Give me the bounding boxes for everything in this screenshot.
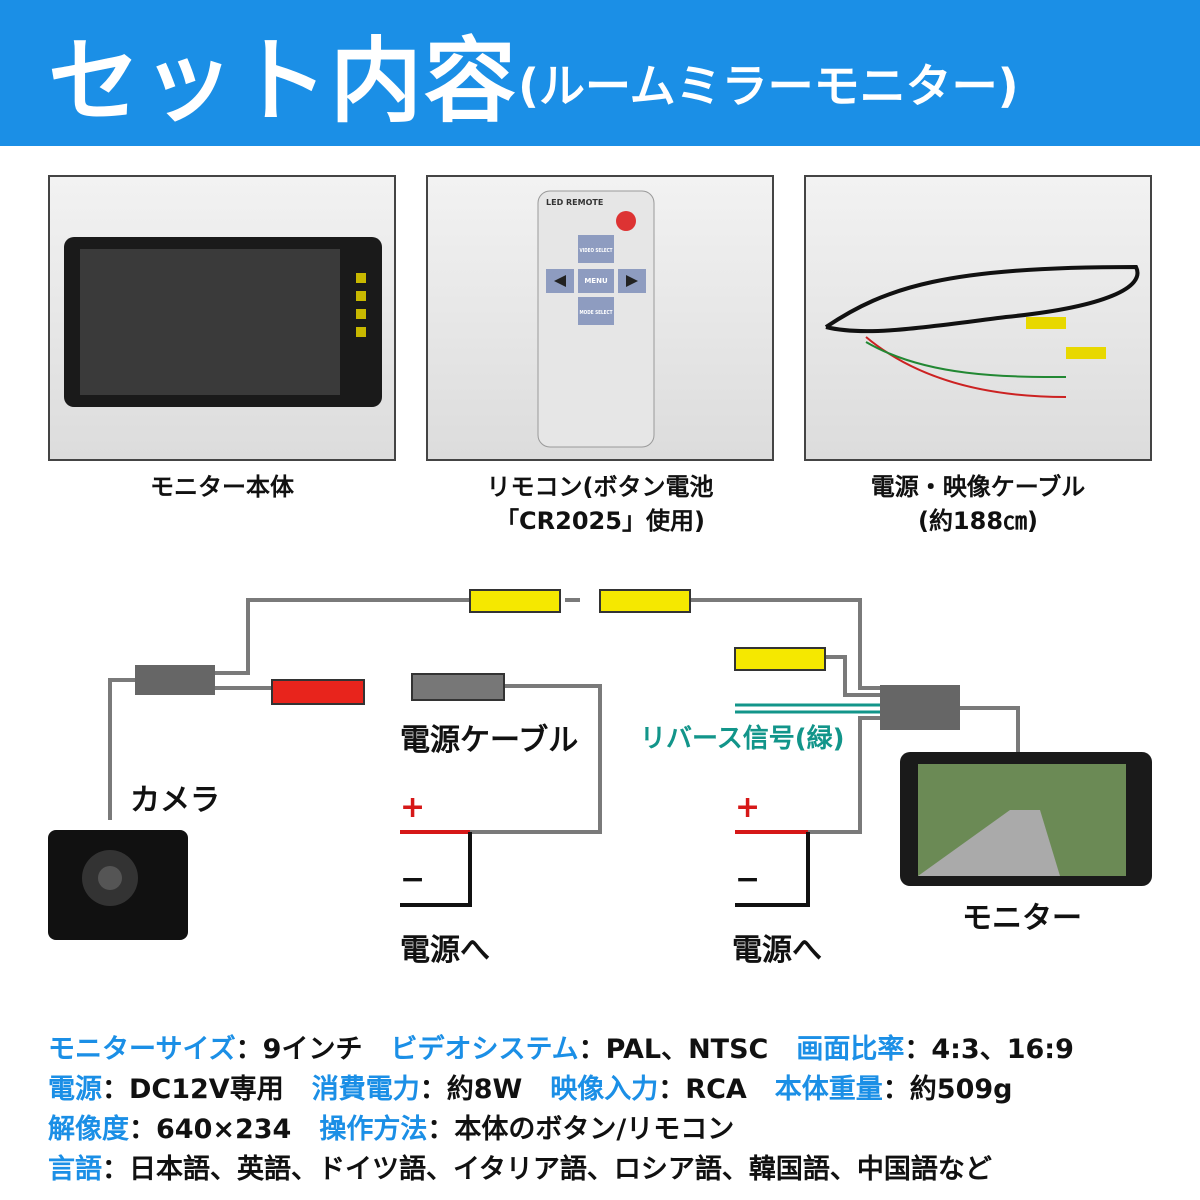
page-subtitle: (ルームミラーモニター)	[518, 59, 1019, 113]
monitor-photo	[48, 175, 396, 461]
camera-label: カメラ	[130, 783, 220, 818]
spec-item: 映像入力：RCA	[550, 1074, 747, 1105]
monitor-image	[64, 237, 382, 407]
remote-brand: LED REMOTE	[546, 198, 603, 207]
spec-key: 本体重量	[774, 1074, 883, 1105]
yellow-rca-plug	[599, 589, 691, 613]
remote-up-label: VIDEO SELECT	[580, 248, 613, 254]
monitor-label: モニター	[962, 901, 1082, 936]
remote-image: LED REMOTE VIDEO SELECT MENU MODE SELECT	[537, 190, 655, 448]
header-banner: セット内容 (ルームミラーモニター)	[0, 0, 1200, 146]
spec-value: ：PAL、NTSC	[578, 1034, 769, 1065]
spec-item: 解像度：640×234	[48, 1114, 291, 1145]
power-plug	[411, 673, 505, 701]
spec-value: ：640×234	[129, 1114, 292, 1145]
spec-key: 電源	[48, 1074, 102, 1105]
spec-key: ビデオシステム	[390, 1034, 579, 1065]
spec-row: 解像度：640×234 操作方法：本体のボタン/リモコン	[48, 1110, 1102, 1150]
spec-value: ：約509g	[882, 1074, 1013, 1105]
cable-caption: 電源・映像ケーブル (約188㎝)	[804, 470, 1152, 538]
red-plug	[271, 679, 365, 705]
wiring-diagram	[48, 589, 1152, 940]
reverse-signal-label: リバース信号(緑)	[640, 724, 845, 754]
spec-row: 言語：日本語、英語、ドイツ語、イタリア語、ロシア語、韓国語、中国語など	[48, 1150, 1102, 1190]
spec-item: 消費電力：約8W	[312, 1074, 523, 1105]
to-power-label-right: 電源へ	[732, 933, 822, 968]
spec-key: 画面比率	[796, 1034, 905, 1065]
cable-caption-line2: (約188㎝)	[917, 507, 1039, 535]
to-power-label-left: 電源へ	[400, 933, 490, 968]
page-title: セット内容	[48, 27, 519, 135]
yellow-rca-plug	[469, 589, 561, 613]
remote-up-button	[578, 235, 614, 263]
spec-item: モニターサイズ：9インチ	[48, 1034, 362, 1065]
remote-down-label: MODE SELECT	[580, 310, 613, 316]
spec-key: モニターサイズ	[48, 1034, 236, 1065]
remote-caption-line2: 「CR2025」使用)	[495, 507, 705, 535]
plus-label-left: +	[400, 790, 426, 825]
spec-item: ビデオシステム：PAL、NTSC	[390, 1034, 768, 1065]
yellow-rca-plug	[734, 647, 826, 671]
spec-value: ：約8W	[419, 1074, 523, 1105]
camera-icon	[48, 830, 188, 940]
remote-photo: LED REMOTE VIDEO SELECT MENU MODE SELECT	[426, 175, 774, 461]
spec-value: ：日本語、英語、ドイツ語、イタリア語、ロシア語、韓国語、中国語など	[102, 1154, 992, 1185]
power-button-icon	[616, 211, 636, 231]
spec-value: ：4:3、16:9	[904, 1034, 1074, 1065]
spec-list: モニターサイズ：9インチビデオシステム：PAL、NTSC 画面比率：4:3、16:…	[48, 1030, 1102, 1190]
minus-label-right: −	[735, 862, 761, 897]
remote-caption-line1: リモコン(ボタン電池	[486, 473, 714, 501]
spec-item: 言語：日本語、英語、ドイツ語、イタリア語、ロシア語、韓国語、中国語など	[48, 1154, 992, 1185]
spec-item: 画面比率：4:3、16:9	[796, 1034, 1074, 1065]
remote-down-button	[578, 297, 614, 325]
cable-caption-line1: 電源・映像ケーブル	[870, 473, 1086, 501]
spec-key: 映像入力	[550, 1074, 659, 1105]
cable-photo	[804, 175, 1152, 461]
spec-key: 消費電力	[311, 1074, 420, 1105]
spec-item: 本体重量：約509g	[775, 1074, 1013, 1105]
spec-row: モニターサイズ：9インチビデオシステム：PAL、NTSC 画面比率：4:3、16:…	[48, 1030, 1102, 1070]
spec-value: ：本体のボタン/リモコン	[427, 1114, 735, 1145]
monitor-icon	[900, 752, 1152, 886]
spec-key: 操作方法	[319, 1114, 428, 1145]
monitor-caption: モニター本体	[150, 473, 294, 501]
spec-item: 操作方法：本体のボタン/リモコン	[319, 1114, 734, 1145]
cable-image	[824, 264, 1140, 398]
remote-caption: リモコン(ボタン電池「CR2025」使用)	[426, 470, 774, 538]
remote-center-label: MENU	[584, 277, 608, 285]
spec-item: 電源：DC12V専用	[48, 1074, 284, 1105]
camera-splitter	[135, 665, 215, 695]
remote-center-button	[578, 269, 614, 293]
spec-value: ：RCA	[658, 1074, 747, 1105]
spec-value: ：9インチ	[235, 1034, 363, 1065]
minus-label-left: −	[400, 862, 426, 897]
spec-key: 解像度	[48, 1114, 129, 1145]
plus-label-right: +	[735, 790, 761, 825]
spec-value: ：DC12V専用	[102, 1074, 284, 1105]
spec-key: 言語	[48, 1154, 102, 1185]
spec-row: 電源：DC12V専用消費電力：約8W 映像入力：RCA 本体重量：約509g	[48, 1070, 1102, 1110]
power-cable-label: 電源ケーブル	[400, 723, 579, 758]
monitor-splitter	[880, 685, 960, 730]
